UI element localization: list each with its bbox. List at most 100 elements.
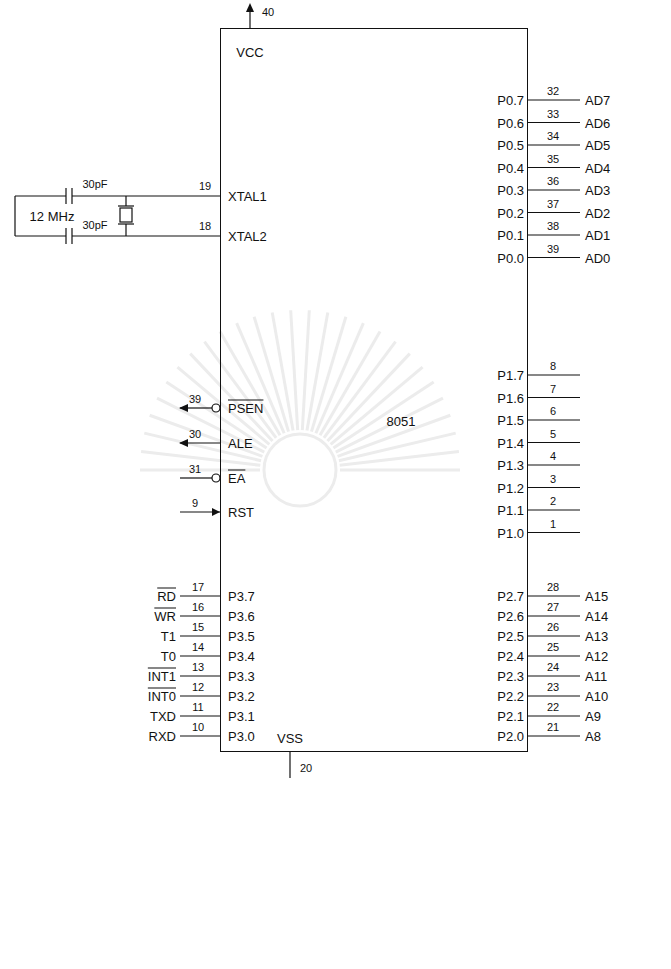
watermark-ray — [272, 312, 293, 430]
pin-label: P2.4 — [497, 650, 524, 663]
pin-label: AD0 — [585, 251, 610, 264]
watermark-ray — [320, 331, 380, 435]
pin-label: XTAL1 — [228, 190, 267, 203]
pin-label: P2.5 — [497, 630, 524, 643]
pin-number: 28 — [547, 582, 559, 593]
pin-wire — [528, 234, 580, 235]
pin-number: 27 — [547, 602, 559, 613]
pin-number: 38 — [547, 221, 559, 232]
watermark-ray — [338, 415, 451, 456]
pin-label: VCC — [236, 46, 263, 59]
pin-label: EA — [228, 472, 245, 485]
pin-number: 19 — [199, 181, 211, 192]
watermark-ray — [177, 367, 269, 444]
pin-wire — [528, 715, 580, 716]
pin-wire — [180, 477, 212, 478]
crystal-wire — [72, 235, 220, 236]
pin-label: P0.1 — [497, 229, 524, 242]
capacitor-plate — [71, 228, 72, 244]
pin-label: P0.0 — [497, 251, 524, 264]
pin-number: 17 — [192, 582, 204, 593]
pin-number: 7 — [550, 383, 556, 394]
pin-wire — [528, 615, 580, 616]
watermark-sun — [264, 434, 336, 506]
pin-label: P2.3 — [497, 670, 524, 683]
pin-label: RD — [157, 590, 176, 603]
pin-number: 39 — [189, 394, 201, 405]
pin-label: P2.6 — [497, 610, 524, 623]
pin-label: AD7 — [585, 94, 610, 107]
pin-label: AD4 — [585, 161, 610, 174]
pin-wire — [528, 655, 580, 656]
crystal-symbol — [120, 208, 132, 222]
chip-body: 8051 — [220, 28, 528, 752]
capacitor-plate — [71, 188, 72, 204]
pin-wire — [289, 752, 290, 778]
pin-label: A9 — [585, 710, 601, 723]
pin-label: RXD — [149, 730, 176, 743]
watermark-ray — [144, 433, 261, 461]
pin-label: INT0 — [148, 690, 176, 703]
pin-label: A15 — [585, 590, 608, 603]
pin-label: RST — [228, 506, 254, 519]
pin-wire — [528, 509, 580, 510]
crystal-wire — [14, 196, 15, 236]
pin-label: P0.4 — [497, 161, 524, 174]
pin-number: 13 — [192, 662, 204, 673]
watermark-ray — [340, 469, 460, 472]
pin-wire — [180, 635, 220, 636]
pin-label: P3.1 — [228, 710, 255, 723]
pin-label: P1.3 — [497, 459, 524, 472]
pin-label: AD6 — [585, 116, 610, 129]
pin-number: 20 — [300, 763, 312, 774]
pin-label: P2.7 — [497, 590, 524, 603]
pin-number: 11 — [192, 702, 203, 713]
capacitor-plate — [65, 228, 66, 244]
pin-number: 8 — [550, 361, 556, 372]
arrow-head — [212, 508, 220, 516]
pin-number: 1 — [550, 518, 556, 529]
pin-wire — [528, 212, 580, 213]
pin-wire — [528, 695, 580, 696]
watermark-ray — [327, 354, 409, 441]
watermark-ray — [302, 310, 309, 430]
pin-number: 25 — [547, 642, 559, 653]
pin-label: AD5 — [585, 139, 610, 152]
pin-wire — [528, 189, 580, 190]
pin-number: 31 — [189, 464, 201, 475]
pin-label: TXD — [150, 710, 176, 723]
pin-wire — [528, 635, 580, 636]
pin-label: P0.2 — [497, 206, 524, 219]
pin-label: P0.5 — [497, 139, 524, 152]
pin-number: 26 — [547, 622, 559, 633]
arrow-head — [179, 404, 188, 412]
pin-wire — [180, 595, 220, 596]
crystal-wire — [72, 195, 220, 196]
pin-number: 14 — [192, 642, 204, 653]
pin-label: A11 — [585, 670, 607, 683]
pin-number: 2 — [550, 496, 556, 507]
chip-name: 8051 — [387, 415, 416, 428]
capacitor-plate — [65, 188, 66, 204]
pin-label: P3.4 — [228, 650, 255, 663]
pin-label: A12 — [585, 650, 608, 663]
pin-number: 33 — [547, 108, 559, 119]
pin-number: 30pF — [82, 220, 107, 231]
pin-label: INT1 — [148, 670, 176, 683]
watermark-ray — [324, 342, 396, 438]
pin-label: P3.7 — [228, 590, 255, 603]
pin-label: P3.6 — [228, 610, 255, 623]
pin-number: 35 — [547, 153, 559, 164]
crystal-plate — [118, 205, 134, 206]
pin-wire — [528, 487, 580, 488]
pin-label: P0.7 — [497, 94, 524, 107]
pin-number: 15 — [192, 622, 204, 633]
pin-wire — [528, 397, 580, 398]
pin-number: 22 — [547, 702, 559, 713]
pin-label: P1.2 — [497, 481, 524, 494]
pin-number: 10 — [192, 722, 204, 733]
pin-number: 34 — [547, 131, 559, 142]
pin-number: 30 — [189, 429, 201, 440]
